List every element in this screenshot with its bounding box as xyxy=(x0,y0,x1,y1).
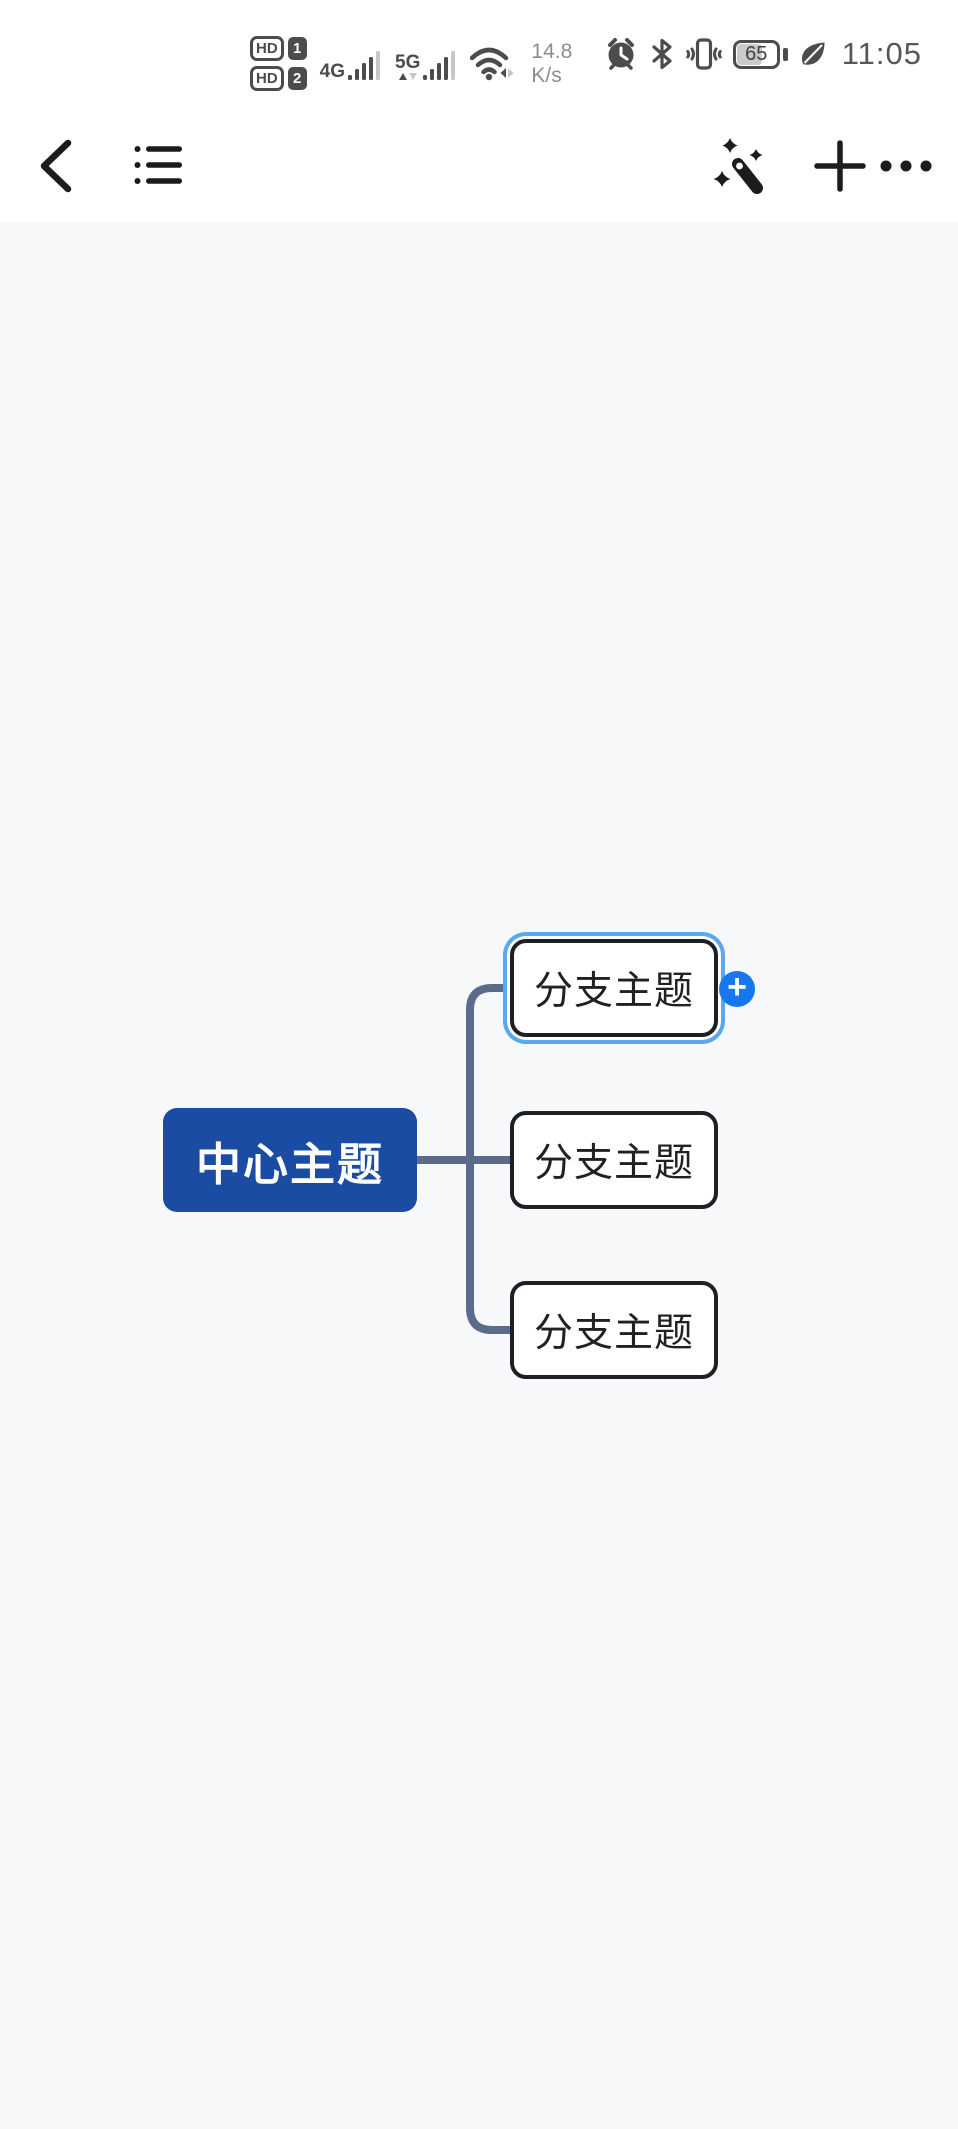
sim2-icon: 2 xyxy=(287,67,307,90)
hd-badge-icon: HD xyxy=(250,36,284,61)
add-child-button[interactable]: + xyxy=(719,968,755,1007)
central-topic-node[interactable]: 中心主题 xyxy=(163,1108,417,1212)
battery-terminal xyxy=(782,47,788,61)
back-icon xyxy=(40,139,72,193)
vibrate-icon xyxy=(686,38,722,70)
bluetooth-icon xyxy=(652,38,672,70)
magic-wand-icon xyxy=(713,138,763,194)
back-button[interactable] xyxy=(24,134,88,198)
branch-topic-node[interactable]: 分支主题 xyxy=(510,1281,718,1379)
status-bar-right: 65 11:05 xyxy=(604,36,922,72)
battery-fill-level xyxy=(736,43,763,65)
sim1-icon: 1 xyxy=(287,37,307,60)
add-icon xyxy=(814,140,866,192)
data-activity-arrows-icon xyxy=(398,73,417,81)
sim1-hd-indicator: HD 1 xyxy=(250,36,307,61)
wifi-icon xyxy=(470,47,514,80)
plus-icon: + xyxy=(727,968,747,1006)
add-node-button[interactable] xyxy=(808,134,872,198)
speed-unit: K/s xyxy=(531,63,562,87)
top-toolbar xyxy=(0,110,958,222)
sim2-hd-indicator: HD 2 xyxy=(250,66,307,91)
mindmap-canvas[interactable]: 中心主题 分支主题 分支主题 分支主题 + xyxy=(0,222,958,2129)
speed-value: 14.8 xyxy=(531,40,573,64)
more-options-button[interactable] xyxy=(874,134,938,198)
more-icon xyxy=(880,160,932,172)
network-speed: 14.8 K/s xyxy=(531,40,572,86)
dual-sim-indicators: HD 1 HD 2 xyxy=(250,36,307,91)
branch-topic-node[interactable]: 分支主题 xyxy=(510,939,718,1037)
branch-topic-node[interactable]: 分支主题 xyxy=(510,1111,718,1209)
network-type-label: 4G xyxy=(319,60,346,82)
status-bar-left: HD 1 HD 2 4G 5G xyxy=(250,36,572,91)
network-type-label: 5G xyxy=(395,51,421,73)
hd-badge-icon: HD xyxy=(250,66,284,91)
battery-indicator: 65 xyxy=(732,39,788,69)
mobile-signal-4g: 4G xyxy=(320,47,382,81)
signal-bars-icon xyxy=(348,50,381,80)
battery-icon: 65 xyxy=(732,39,780,69)
outline-list-icon xyxy=(134,146,182,184)
clock-time: 11:05 xyxy=(841,36,922,71)
outline-list-button[interactable] xyxy=(128,134,192,198)
signal-bars-icon xyxy=(423,50,456,80)
status-bar: HD 1 HD 2 4G 5G xyxy=(0,0,958,110)
alarm-icon xyxy=(607,38,634,70)
battery-percent: 65 xyxy=(745,42,768,65)
mobile-signal-5g: 5G xyxy=(395,47,457,81)
magic-wand-button[interactable] xyxy=(708,134,772,198)
eco-leaf-icon xyxy=(801,42,825,65)
connector-lines xyxy=(416,984,514,1334)
